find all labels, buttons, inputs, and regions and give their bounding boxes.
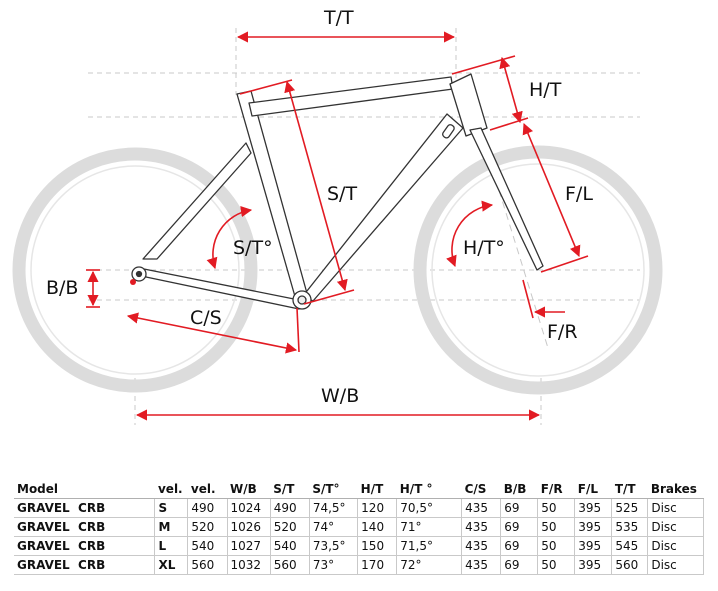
table-cell: Disc (647, 498, 704, 518)
table-cell: 71° (396, 517, 463, 537)
table-cell: 560 (611, 555, 649, 575)
col-header: B/B (500, 479, 538, 499)
table-cell: 50 (537, 555, 576, 575)
model-cell: GRAVEL CRB (14, 517, 156, 537)
table-cell: 395 (574, 555, 613, 575)
table-cell: 395 (574, 536, 613, 556)
col-header: W/B (227, 479, 271, 499)
label-bb: B/B (46, 277, 78, 299)
size-cell: L (154, 536, 189, 556)
label-ht-angle: H/T° (463, 237, 505, 259)
col-header: Brakes (647, 479, 704, 499)
col-header: T/T (611, 479, 648, 499)
model-cell: GRAVEL CRB (14, 498, 156, 518)
col-header: F/L (574, 479, 612, 499)
table-cell: 73° (308, 555, 359, 575)
rear-axle-marker (130, 279, 136, 285)
col-header: H/T (357, 479, 397, 499)
table-cell: 435 (461, 498, 502, 518)
table-cell: 1024 (226, 498, 271, 518)
table-cell: 540 (187, 536, 228, 556)
table-cell: 50 (537, 536, 576, 556)
table-cell: 71,5° (396, 536, 463, 556)
table-cell: Disc (647, 536, 704, 556)
size-cell: XL (154, 555, 189, 575)
label-st-angle: S/T° (233, 237, 273, 259)
table-cell: 69 (500, 498, 539, 518)
table-cell: 435 (461, 536, 502, 556)
col-header: vel. (187, 479, 227, 499)
label-fr: F/R (547, 321, 578, 343)
table-cell: 72° (396, 555, 463, 575)
col-header: C/S (461, 479, 501, 499)
table-cell: 560 (269, 555, 310, 575)
col-header: S/T° (309, 479, 358, 499)
table-cell: 74° (308, 517, 359, 537)
col-header: S/T (270, 479, 310, 499)
size-cell: S (154, 498, 189, 518)
col-header: F/R (537, 479, 575, 499)
table-cell: 490 (269, 498, 310, 518)
table-cell: 535 (611, 517, 649, 537)
table-header-row: Model vel. vel. W/B S/T S/T° H/T H/T ° C… (14, 479, 704, 499)
size-cell: M (154, 517, 189, 537)
bike-geometry-diagram: T/T H/T S/T F/L S/T° H/T° B/B C/S F/R W/… (12, 7, 663, 425)
table-cell: 50 (537, 498, 576, 518)
col-header: H/T ° (396, 479, 462, 499)
table-cell: 69 (500, 536, 539, 556)
table-cell: 120 (357, 498, 398, 518)
rear-wheel (12, 147, 258, 393)
table-cell: 69 (500, 555, 539, 575)
table-cell: 70,5° (396, 498, 463, 518)
table-cell: 1026 (226, 517, 271, 537)
table-cell: 74,5° (308, 498, 359, 518)
table-cell: 525 (611, 498, 649, 518)
table-cell: 395 (574, 517, 613, 537)
col-header: vel. (154, 479, 188, 499)
table-cell: 435 (461, 555, 502, 575)
label-tt: T/T (323, 7, 354, 29)
table-cell: 540 (269, 536, 310, 556)
geometry-table: Model vel. vel. W/B S/T S/T° H/T H/T ° C… (14, 479, 704, 575)
label-fl: F/L (565, 183, 593, 205)
table-cell: 520 (269, 517, 310, 537)
table-cell: 73,5° (308, 536, 359, 556)
model-cell: GRAVEL CRB (14, 536, 156, 556)
table-cell: 1032 (226, 555, 271, 575)
table-cell: 150 (357, 536, 398, 556)
label-st: S/T (327, 183, 357, 205)
table-cell: 520 (187, 517, 228, 537)
label-ht: H/T (529, 79, 562, 101)
label-cs: C/S (190, 307, 222, 329)
model-cell: GRAVEL CRB (14, 555, 156, 575)
table-cell: 560 (187, 555, 228, 575)
label-wb: W/B (321, 385, 359, 407)
col-header: Model (14, 479, 155, 499)
table-cell: 395 (574, 498, 613, 518)
table-cell: 69 (500, 517, 539, 537)
table-cell: 1027 (226, 536, 271, 556)
table-cell: Disc (647, 555, 704, 575)
table-cell: Disc (647, 517, 704, 537)
table-cell: 50 (537, 517, 576, 537)
dimension-lines (86, 31, 589, 421)
table-cell: 140 (357, 517, 398, 537)
table-cell: 435 (461, 517, 502, 537)
table-cell: 490 (187, 498, 228, 518)
table-cell: 170 (357, 555, 398, 575)
table-cell: 545 (611, 536, 649, 556)
